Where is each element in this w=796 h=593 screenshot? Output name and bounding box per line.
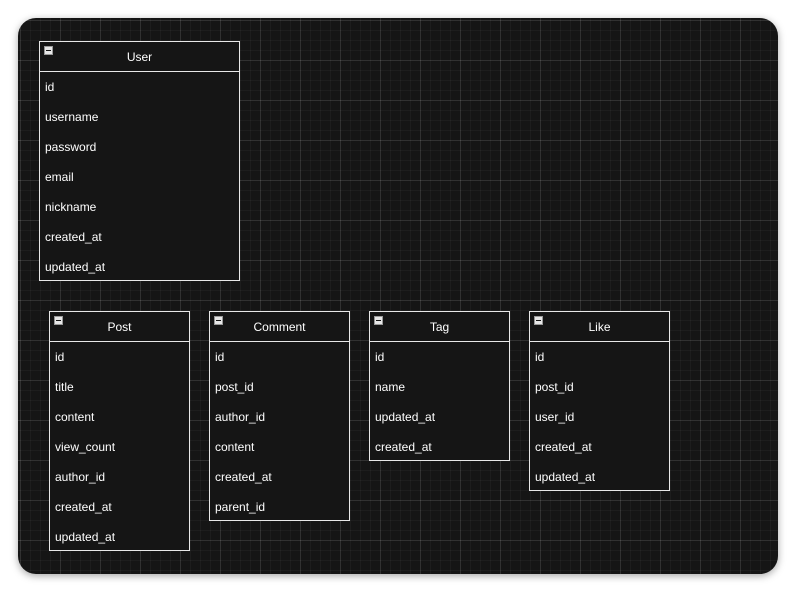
field-row[interactable]: password — [45, 140, 97, 154]
field-list: id post_id author_id content created_at … — [210, 342, 349, 522]
diagram-canvas[interactable]: User id username password email nickname… — [18, 18, 778, 574]
field-row[interactable]: updated_at — [535, 470, 596, 484]
entity-header[interactable]: User — [40, 42, 239, 72]
field-row[interactable]: title — [55, 380, 74, 394]
field-row[interactable]: id — [215, 350, 225, 364]
collapse-icon[interactable] — [374, 316, 383, 325]
field-row[interactable]: updated_at — [375, 410, 436, 424]
collapse-icon[interactable] — [534, 316, 543, 325]
entity-header[interactable]: Post — [50, 312, 189, 342]
field-row[interactable]: id — [45, 80, 55, 94]
field-row[interactable]: created_at — [55, 500, 112, 514]
entity-tag[interactable]: Tag id name updated_at created_at — [369, 311, 510, 461]
entity-title: Like — [588, 319, 611, 334]
field-list: id post_id user_id created_at updated_at — [530, 342, 669, 492]
field-row[interactable]: id — [55, 350, 65, 364]
field-row[interactable]: author_id — [55, 470, 106, 484]
entity-title: Tag — [429, 319, 450, 334]
entity-title: Post — [107, 319, 132, 334]
entity-comment[interactable]: Comment id post_id author_id content cre… — [209, 311, 350, 521]
collapse-icon[interactable] — [54, 316, 63, 325]
field-row[interactable]: created_at — [535, 440, 592, 454]
entity-title: Comment — [253, 319, 306, 334]
field-row[interactable]: created_at — [375, 440, 432, 454]
entity-like[interactable]: Like id post_id user_id created_at updat… — [529, 311, 670, 491]
field-row[interactable]: parent_id — [215, 500, 266, 514]
field-row[interactable]: author_id — [215, 410, 266, 424]
field-row[interactable]: nickname — [45, 200, 97, 214]
field-row[interactable]: content — [215, 440, 255, 454]
entity-header[interactable]: Comment — [210, 312, 349, 342]
field-row[interactable]: content — [55, 410, 95, 424]
field-row[interactable]: created_at — [215, 470, 272, 484]
entity-user[interactable]: User id username password email nickname… — [39, 41, 240, 281]
field-row[interactable]: created_at — [45, 230, 102, 244]
entity-header[interactable]: Tag — [370, 312, 509, 342]
field-row[interactable]: id — [375, 350, 385, 364]
entity-title: User — [126, 49, 153, 64]
field-row[interactable]: updated_at — [45, 260, 106, 274]
field-row[interactable]: view_count — [55, 440, 116, 454]
field-row[interactable]: email — [45, 170, 74, 184]
field-row[interactable]: updated_at — [55, 530, 116, 544]
field-row[interactable]: post_id — [215, 380, 254, 394]
field-list: id name updated_at created_at — [370, 342, 509, 462]
field-row[interactable]: name — [375, 380, 406, 394]
field-list: id title content view_count author_id cr… — [50, 342, 189, 552]
collapse-icon[interactable] — [44, 46, 53, 55]
field-row[interactable]: post_id — [535, 380, 574, 394]
collapse-icon[interactable] — [214, 316, 223, 325]
field-row[interactable]: id — [535, 350, 545, 364]
field-row[interactable]: username — [45, 110, 99, 124]
field-row[interactable]: user_id — [535, 410, 575, 424]
entity-header[interactable]: Like — [530, 312, 669, 342]
entity-post[interactable]: Post id title content view_count author_… — [49, 311, 190, 551]
field-list: id username password email nickname crea… — [40, 72, 239, 282]
